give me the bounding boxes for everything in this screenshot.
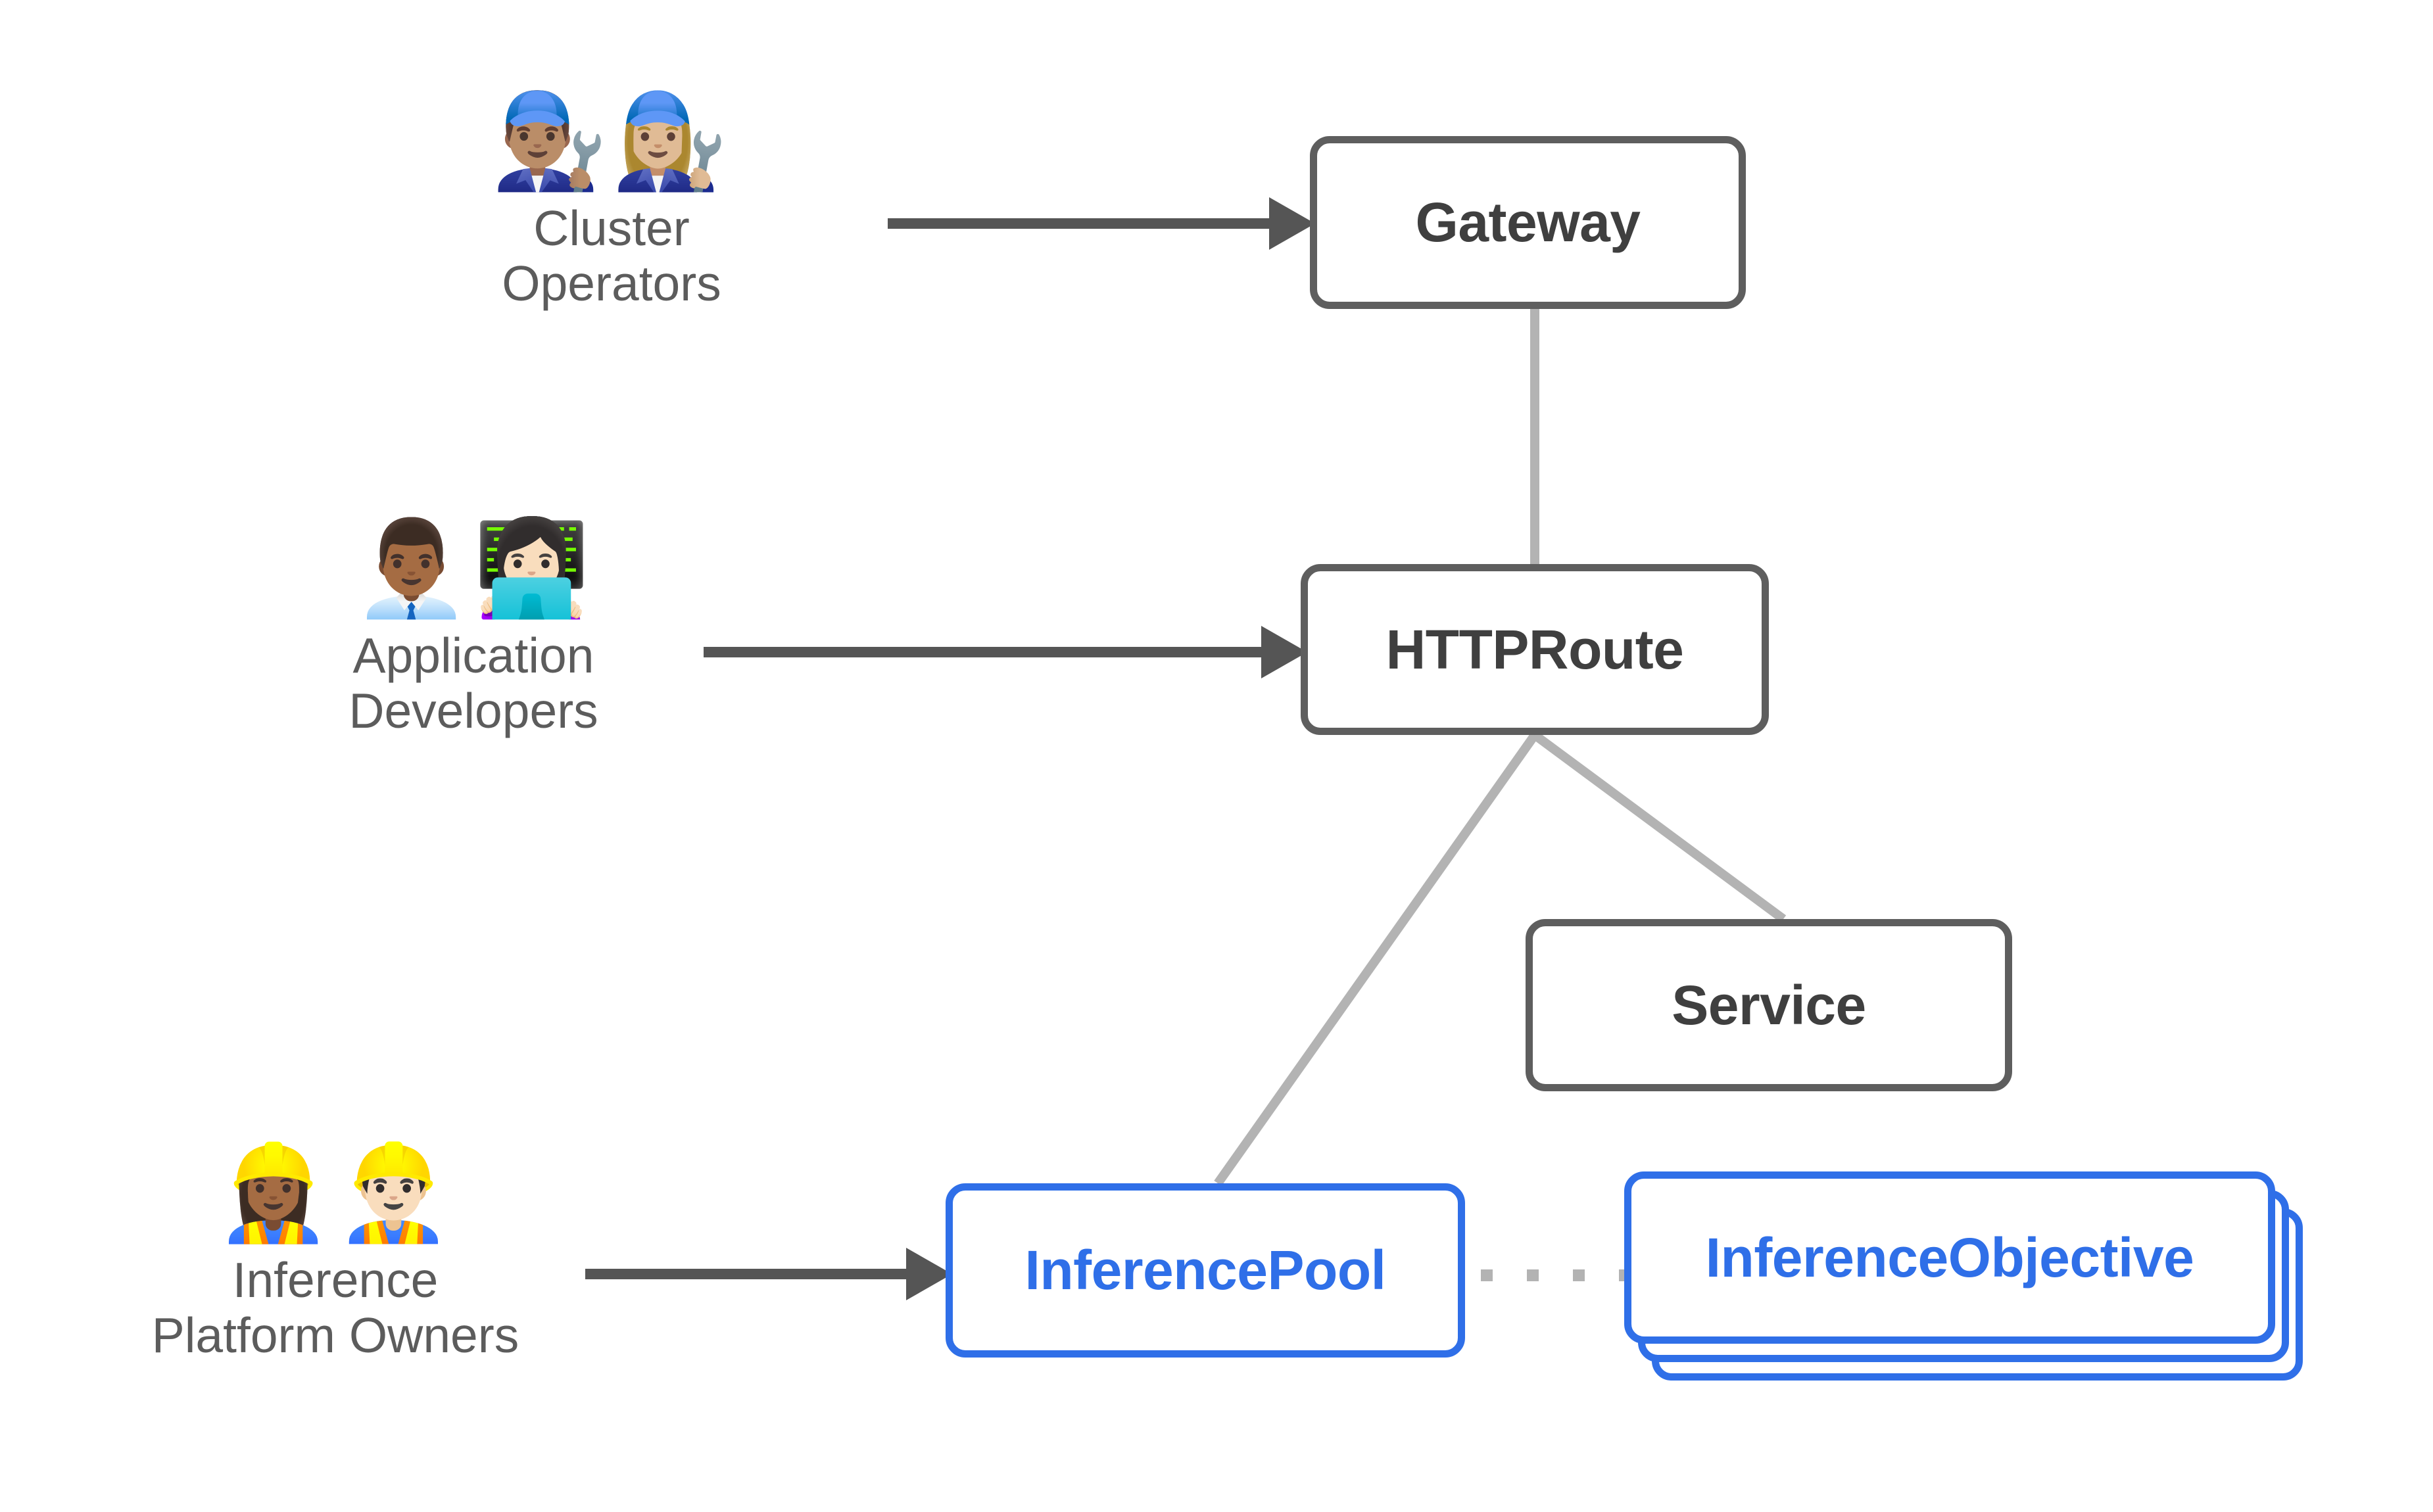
persona-inference-platform-owners[interactable]: 👷🏾‍♀️👷🏻‍♂️ Inference Platform Owners xyxy=(118,1139,552,1363)
edge-cluster-operators-to-gateway xyxy=(888,197,1315,250)
construction-worker-pair-icon: 👷🏾‍♀️👷🏻‍♂️ xyxy=(215,1139,456,1247)
node-httproute[interactable]: HTTPRoute xyxy=(1301,564,1769,735)
persona-cluster-operators[interactable]: 👨🏽‍🔧👩🏼‍🔧 Cluster Operators xyxy=(421,87,802,311)
node-label-inferencepool: InferencePool xyxy=(1024,1239,1386,1301)
mechanic-pair-icon: 👨🏽‍🔧👩🏼‍🔧 xyxy=(491,87,732,195)
node-label-httproute: HTTPRoute xyxy=(1385,618,1684,680)
persona-label-application-developers: Application Developers xyxy=(349,627,598,738)
edge-httproute-to-service xyxy=(1531,731,1787,923)
persona-label-cluster-operators: Cluster Operators xyxy=(502,200,721,311)
node-inferenceobjective-stack[interactable]: InferenceObjective xyxy=(1624,1171,2321,1388)
node-label-service: Service xyxy=(1672,974,1866,1036)
office-worker-and-technologist-icon: 👨🏾‍💼👩🏻‍💻 xyxy=(353,514,594,623)
edge-application-developers-to-httproute xyxy=(704,626,1307,678)
node-label-inferenceobjective: InferenceObjective xyxy=(1705,1226,2194,1288)
node-gateway[interactable]: Gateway xyxy=(1310,136,1746,309)
persona-application-developers[interactable]: 👨🏾‍💼👩🏻‍💻 Application Developers xyxy=(283,519,664,738)
edge-httproute-to-inferencepool xyxy=(1214,732,1539,1187)
node-inferencepool[interactable]: InferencePool xyxy=(946,1183,1465,1358)
node-service[interactable]: Service xyxy=(1526,919,2012,1091)
edge-inference-platform-owners-to-inferencepool xyxy=(585,1248,952,1300)
persona-label-inference-platform-owners: Inference Platform Owners xyxy=(151,1252,519,1363)
node-inferenceobjective[interactable]: InferenceObjective xyxy=(1624,1171,2275,1344)
node-label-gateway: Gateway xyxy=(1415,191,1641,253)
